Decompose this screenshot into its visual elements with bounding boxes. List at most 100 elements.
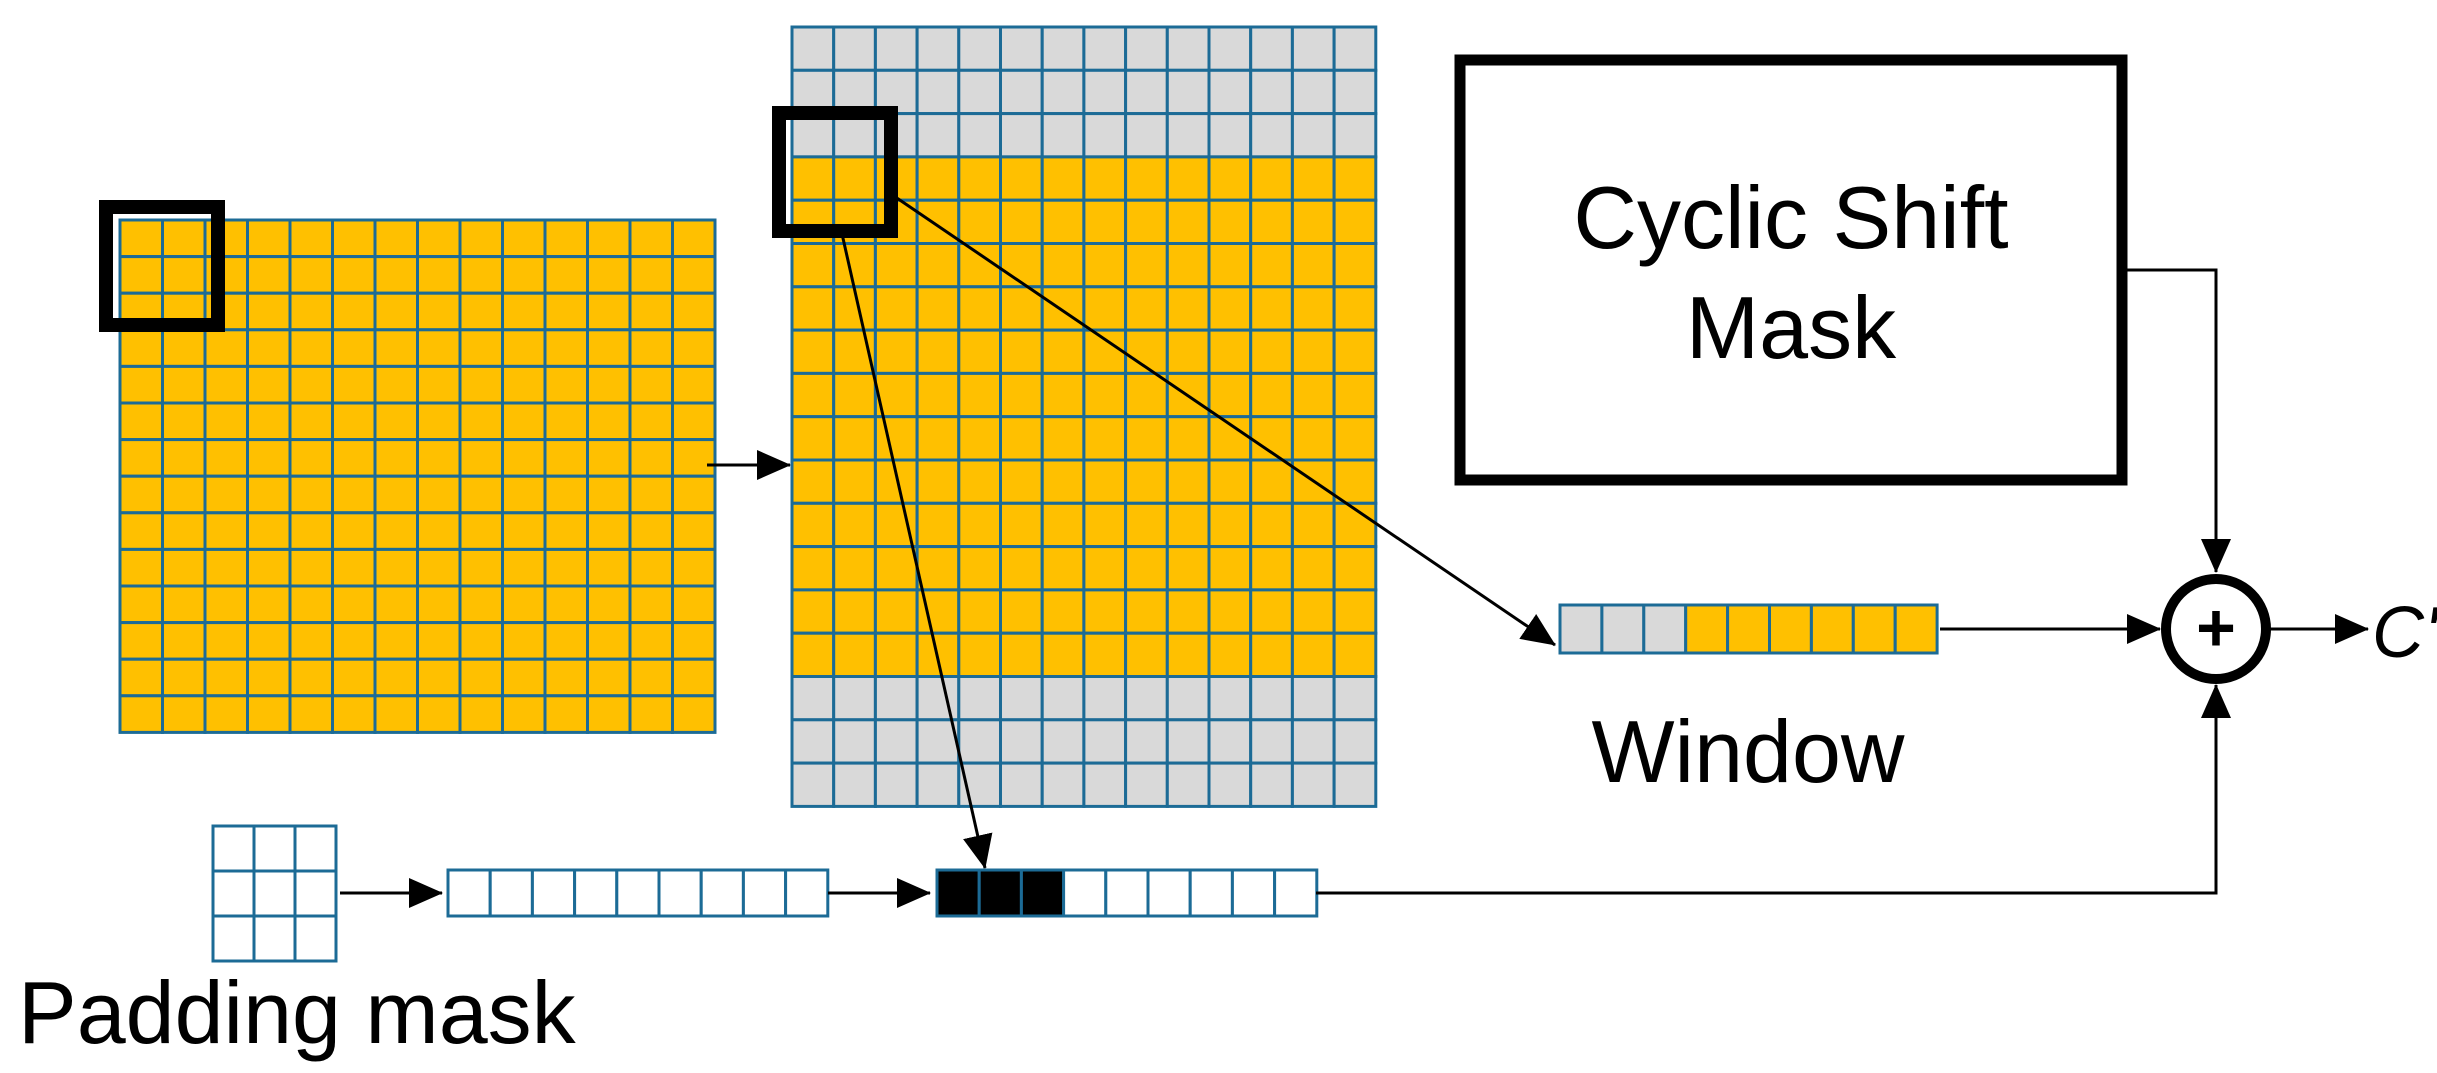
- padded-grid-token-cell: [1082, 155, 1128, 202]
- input-grid-cell: [628, 364, 674, 405]
- input-grid-cell: [628, 291, 674, 332]
- padded-grid-token-cell: [957, 155, 1002, 202]
- input-grid-cell: [458, 438, 504, 478]
- input-grid-cell: [416, 694, 462, 734]
- padding-kernel-cell: [252, 869, 297, 918]
- padding-result-cell: [1062, 868, 1108, 918]
- input-grid-cell: [671, 547, 717, 588]
- input-grid-cell: [203, 547, 249, 588]
- input-grid-cell: [501, 401, 547, 442]
- input-grid-cell: [331, 584, 377, 625]
- padded-grid-pad-cell: [1040, 675, 1086, 722]
- padded-grid-token-cell: [1165, 631, 1211, 679]
- padded-grid-token-cell: [790, 155, 836, 202]
- input-grid-cell: [161, 657, 207, 698]
- input-grid-cell: [373, 328, 419, 368]
- padded-grid-token-cell: [873, 328, 919, 375]
- padded-grid-token-cell: [1040, 415, 1086, 462]
- input-grid-cell: [288, 291, 334, 332]
- padded-grid-token-cell: [1207, 371, 1253, 419]
- input-grid-cell: [458, 255, 504, 295]
- input-grid-cell: [246, 255, 292, 295]
- input-grid-cell: [288, 218, 334, 259]
- padding-result-masked-cell: [1019, 868, 1066, 918]
- padded-grid-token-cell: [915, 155, 961, 202]
- input-grid-cell: [586, 621, 632, 661]
- padded-grid-token-cell: [999, 458, 1044, 505]
- input-grid-cell: [628, 511, 674, 551]
- padded-grid-token-cell: [1332, 415, 1378, 462]
- padded-grid-pad-cell: [790, 761, 836, 808]
- padded-grid-token-cell: [1040, 155, 1086, 202]
- padded-grid-token-cell: [915, 501, 961, 549]
- padding-flat-cell: [741, 868, 788, 918]
- input-grid-cell: [416, 364, 462, 405]
- input-grid-cell: [288, 255, 334, 295]
- padded-grid-pad-cell: [1040, 112, 1086, 159]
- padded-grid-token-cell: [790, 501, 836, 549]
- input-grid-cell: [161, 621, 207, 661]
- window-sequence: [1558, 603, 1939, 655]
- padded-grid-pad-cell: [999, 112, 1044, 159]
- input-grid-cell: [331, 328, 377, 368]
- padded-grid-token-cell: [999, 415, 1044, 462]
- padded-grid-token-cell: [1124, 415, 1169, 462]
- padded-grid-pad-cell: [790, 675, 836, 722]
- padded-grid-token-cell: [1040, 631, 1086, 679]
- input-feature-grid: [118, 218, 717, 734]
- input-grid-cell: [288, 401, 334, 442]
- input-grid-cell: [416, 255, 462, 295]
- padded-grid-token-cell: [790, 415, 836, 462]
- input-grid-cell: [586, 547, 632, 588]
- input-grid-cell: [373, 401, 419, 442]
- padded-grid-token-cell: [999, 328, 1044, 375]
- padded-grid-token-cell: [915, 242, 961, 289]
- input-grid-cell: [331, 291, 377, 332]
- input-grid-cell: [458, 291, 504, 332]
- padded-grid-pad-cell: [1082, 25, 1128, 72]
- padded-grid-pad-cell: [1207, 675, 1253, 722]
- input-grid-cell: [501, 547, 547, 588]
- padded-grid-pad-cell: [915, 68, 961, 116]
- padded-grid-token-cell: [1290, 285, 1336, 332]
- input-grid-cell: [288, 657, 334, 698]
- input-grid-cell: [628, 621, 674, 661]
- input-grid-cell: [543, 694, 589, 734]
- padded-grid-token-cell: [1165, 328, 1211, 375]
- padded-grid-token-cell: [1165, 155, 1211, 202]
- input-grid-cell: [331, 401, 377, 442]
- input-grid-cell: [416, 511, 462, 551]
- padded-grid-token-cell: [1207, 328, 1253, 375]
- padded-grid-token-cell: [1332, 242, 1378, 289]
- padded-grid-token-cell: [915, 415, 961, 462]
- input-grid-cell: [458, 511, 504, 551]
- padded-grid-pad-cell: [1249, 718, 1294, 765]
- padding-kernel-cell: [211, 914, 256, 963]
- padded-grid-token-cell: [915, 371, 961, 419]
- input-grid-cell: [203, 438, 249, 478]
- input-grid-cell: [246, 547, 292, 588]
- input-grid-cell: [458, 474, 504, 515]
- padded-grid-pad-cell: [1249, 25, 1294, 72]
- padded-grid-pad-cell: [832, 718, 877, 765]
- padded-grid-pad-cell: [1290, 112, 1336, 159]
- padded-grid-pad-cell: [873, 761, 919, 808]
- padded-grid-token-cell: [1207, 285, 1253, 332]
- padded-grid-token-cell: [832, 458, 877, 505]
- input-grid-cell: [331, 511, 377, 551]
- padded-grid-pad-cell: [1040, 68, 1086, 116]
- input-grid-cell: [416, 621, 462, 661]
- padded-grid-token-cell: [1165, 198, 1211, 245]
- padding-kernel-cell: [211, 824, 256, 873]
- input-grid-cell: [628, 401, 674, 442]
- padded-grid-token-cell: [790, 242, 836, 289]
- padding-flat-cell: [573, 868, 619, 918]
- padded-grid-token-cell: [1290, 545, 1336, 592]
- padded-grid-pad-cell: [1332, 68, 1378, 116]
- padded-grid-token-cell: [790, 328, 836, 375]
- input-grid-cell: [161, 364, 207, 405]
- cyclic-shift-label-line1: Cyclic Shift: [1573, 168, 2008, 267]
- input-grid-cell: [246, 401, 292, 442]
- padded-grid-token-cell: [1249, 371, 1294, 419]
- padded-grid-token-cell: [999, 285, 1044, 332]
